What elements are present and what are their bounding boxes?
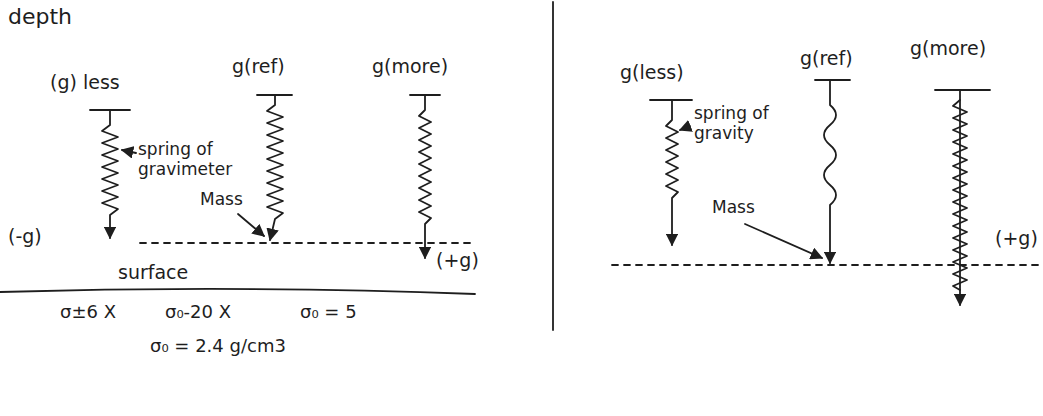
surface-line bbox=[0, 289, 475, 294]
leader-arrow bbox=[745, 224, 822, 258]
text-label: Mass bbox=[712, 198, 755, 218]
text-label: spring of gravimeter bbox=[138, 140, 248, 179]
text-label: (+g) bbox=[436, 250, 479, 272]
support-bar bbox=[935, 89, 990, 91]
spring-symbol bbox=[102, 110, 118, 238]
text-label: surface bbox=[118, 262, 188, 284]
text-label: (-g) bbox=[8, 226, 42, 248]
text-label: g(less) bbox=[620, 62, 684, 84]
text-label: g(more) bbox=[910, 38, 986, 60]
text-label: g(more) bbox=[372, 56, 448, 78]
leader-arrow bbox=[122, 150, 136, 153]
leader-arrow bbox=[238, 214, 264, 236]
text-label: σ₀ = 2.4 g/cm3 bbox=[150, 336, 286, 357]
text-label: σ₀-20 X bbox=[165, 302, 231, 323]
divider-line bbox=[552, 2, 554, 330]
spring-symbol bbox=[953, 100, 967, 290]
spring-symbol bbox=[666, 100, 678, 245]
spring-symbol bbox=[267, 95, 283, 240]
text-label: σ±6 X bbox=[60, 302, 116, 323]
spring-axis bbox=[959, 90, 961, 305]
support-bar bbox=[815, 79, 850, 81]
leader-arrow bbox=[680, 126, 690, 130]
text-label: (g) less bbox=[50, 72, 120, 94]
text-label: g(ref) bbox=[232, 56, 285, 78]
spring-symbol bbox=[419, 95, 431, 258]
text-label: (+g) bbox=[995, 228, 1038, 250]
text-label: spring of gravity bbox=[694, 104, 784, 143]
reference-line bbox=[612, 264, 1040, 266]
reference-line bbox=[140, 242, 470, 244]
text-label: g(ref) bbox=[800, 48, 853, 70]
text-label: Mass bbox=[200, 190, 243, 210]
support-bar bbox=[650, 99, 692, 101]
spring-symbol bbox=[824, 80, 836, 263]
text-label: σ₀ = 5 bbox=[300, 302, 357, 323]
text-label: depth bbox=[8, 4, 72, 29]
